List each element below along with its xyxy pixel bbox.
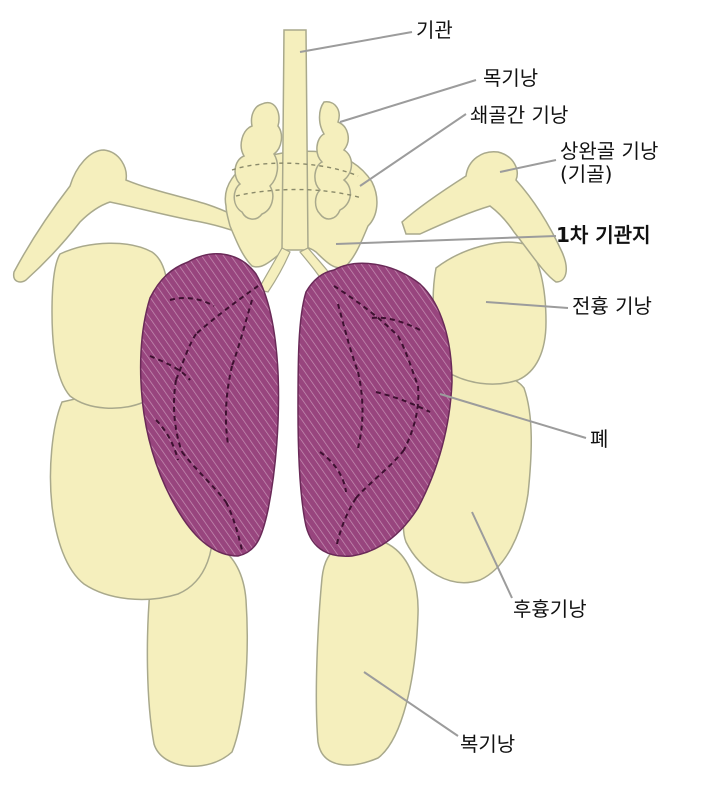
trachea-shape bbox=[282, 30, 308, 250]
leader-trachea bbox=[300, 32, 412, 52]
label-abdominal-air-sac: 복기낭 bbox=[460, 733, 515, 756]
label-humeral-air-sac: 상완골 기낭 (기골) bbox=[560, 140, 658, 186]
label-humeral-air-sac-line1: 상완골 기낭 bbox=[560, 140, 658, 163]
label-humeral-air-sac-line2: (기골) bbox=[560, 163, 658, 186]
abdominal-air-sac-right bbox=[316, 539, 418, 765]
label-lung: 폐 bbox=[590, 428, 608, 451]
leader-neck-sac bbox=[340, 80, 476, 122]
label-anterior-thoracic-air-sac: 전흉 기낭 bbox=[572, 295, 652, 318]
label-primary-bronchus: 1차 기관지 bbox=[556, 224, 650, 247]
label-interclavicular-air-sac: 쇄골간 기낭 bbox=[470, 104, 568, 127]
label-posterior-thoracic-air-sac: 후흉기낭 bbox=[513, 598, 587, 621]
label-cervical-air-sac: 목기낭 bbox=[483, 67, 538, 90]
leader-clavicular-sac bbox=[360, 114, 466, 186]
label-trachea: 기관 bbox=[416, 19, 453, 42]
